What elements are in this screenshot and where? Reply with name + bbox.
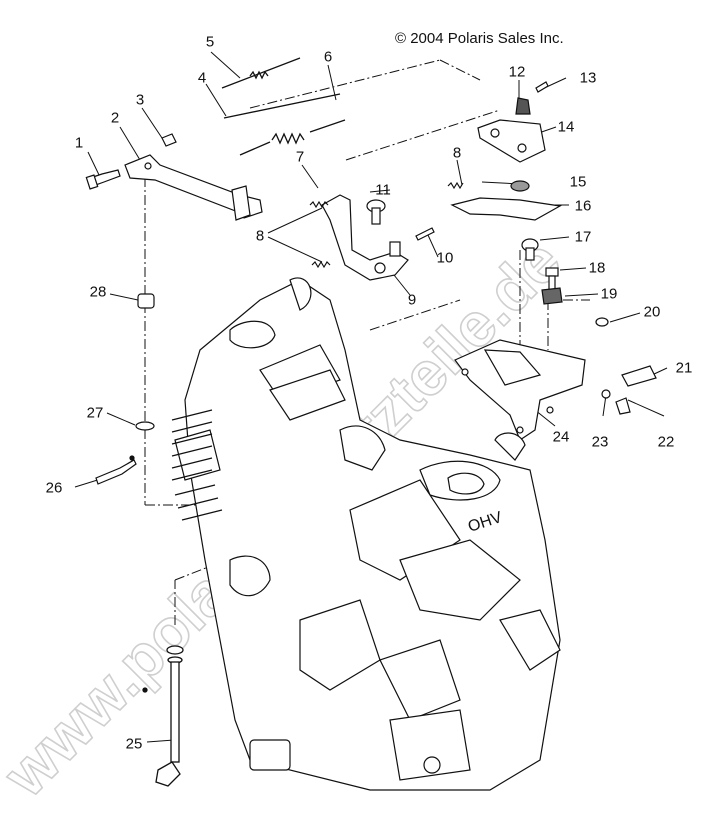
callout-23: 23 <box>591 433 609 451</box>
throttle-bracket <box>124 154 263 221</box>
callout-5: 5 <box>205 33 215 51</box>
callout-18: 18 <box>588 259 606 277</box>
callout-27: 27 <box>86 404 104 422</box>
left-parts <box>95 293 155 485</box>
callout-8a: 8 <box>255 227 265 245</box>
callout-21: 21 <box>675 359 693 377</box>
callout-2: 2 <box>110 109 120 127</box>
bolt-1 <box>85 169 121 190</box>
mounting-bracket-24 <box>454 339 586 441</box>
callout-13: 13 <box>579 69 597 87</box>
callout-19: 19 <box>600 285 618 303</box>
callout-15: 15 <box>569 173 587 191</box>
callout-8b: 8 <box>452 144 462 162</box>
bracket-9 <box>321 194 409 281</box>
callout-16: 16 <box>574 197 592 215</box>
callout-14: 14 <box>557 118 575 136</box>
callout-3: 3 <box>135 91 145 109</box>
clip-3 <box>161 133 177 147</box>
leader-lines <box>74 51 668 743</box>
callout-7: 7 <box>295 148 305 166</box>
springs-8 <box>309 181 464 269</box>
callout-20: 20 <box>643 303 661 321</box>
bolt-11 <box>366 199 386 225</box>
callout-6: 6 <box>323 48 333 66</box>
rods-and-springs <box>221 57 346 156</box>
callout-10: 10 <box>436 249 454 267</box>
callout-4: 4 <box>197 69 207 87</box>
engine-block <box>171 277 561 791</box>
hardware-18-23 <box>541 267 657 415</box>
callout-28: 28 <box>89 283 107 301</box>
linkage-assembly <box>450 81 562 261</box>
screw-10 <box>415 227 435 241</box>
callout-9: 9 <box>407 291 417 309</box>
callout-11: 11 <box>375 181 391 199</box>
callout-1: 1 <box>74 134 84 152</box>
copyright-notice: © 2004 Polaris Sales Inc. <box>395 30 564 47</box>
dipstick-25 <box>142 645 184 787</box>
callout-22: 22 <box>657 433 675 451</box>
callout-25: 25 <box>125 735 143 753</box>
callout-17: 17 <box>574 228 592 246</box>
callout-12: 12 <box>508 63 526 81</box>
callout-26: 26 <box>45 479 63 497</box>
callout-24: 24 <box>552 428 570 446</box>
